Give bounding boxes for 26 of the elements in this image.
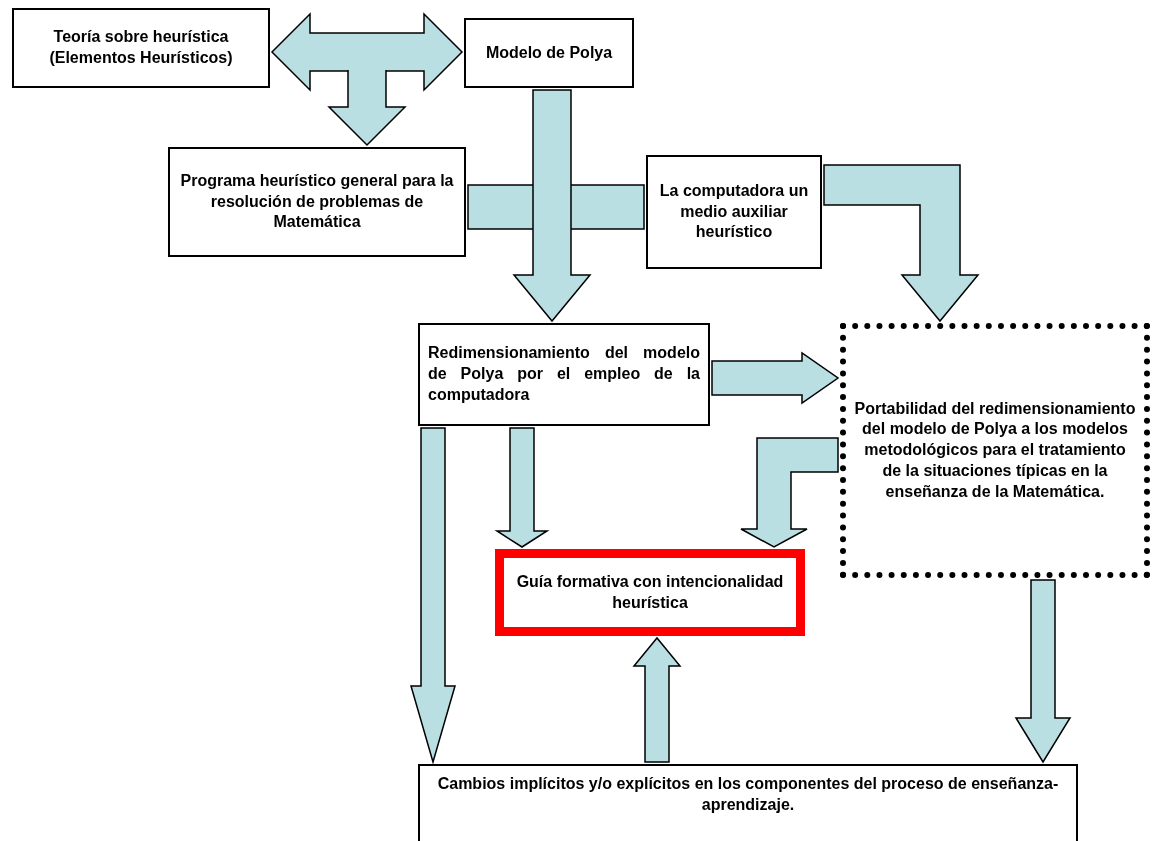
process-box	[464, 18, 634, 88]
node-text: Programa heurístico general para la resolución de problemas de Matemática	[179, 170, 455, 233]
block-arrow	[327, 69, 407, 147]
dotted-box	[840, 323, 1150, 578]
node-text: Portabilidad del redimensionamiento del modelo de Polya a los modelos metodológicos para el tratamiento de la situaciones típicas en la enseñanza de la Matemática.	[854, 398, 1136, 502]
block-arrow	[632, 636, 682, 763]
node-text: Teoría sobre heurística (Elementos Heurísticos)	[48, 27, 234, 68]
process-box	[418, 764, 1078, 841]
block-arrow	[823, 164, 980, 323]
block-arrow	[740, 437, 839, 548]
node-text: Guía formativa con intencionalidad heurística	[515, 571, 785, 613]
block-arrow	[270, 12, 464, 92]
process-box	[168, 147, 466, 257]
node-text: Cambios implícitos y/o explícitos en los componentes del proceso de enseñanza-aprendizaje.	[436, 774, 1060, 815]
block-arrow	[512, 89, 592, 323]
node-text: Redimensionamiento del modelo de Polya por el empleo de la computadora	[428, 343, 700, 405]
process-box	[418, 323, 710, 426]
node-text: La computadora un medio auxiliar heurístico	[658, 180, 810, 243]
block-arrow	[410, 427, 456, 765]
block-arrow	[1014, 579, 1072, 764]
process-box	[646, 155, 822, 269]
process-box	[12, 8, 270, 88]
block-arrow	[494, 427, 550, 548]
block-arrow	[711, 351, 840, 405]
highlighted-box	[495, 549, 805, 636]
node-text: Modelo de Polya	[485, 42, 613, 63]
